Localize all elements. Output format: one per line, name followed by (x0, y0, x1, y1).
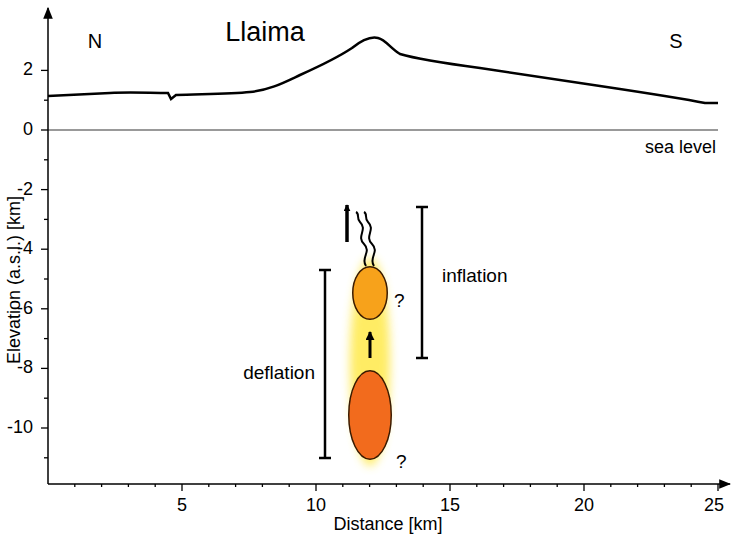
direction-label: S (669, 30, 682, 52)
tick-label: 2 (23, 60, 33, 80)
tick-label: -10 (7, 418, 33, 438)
axis-ticks (41, 70, 718, 491)
reservoir-ellipse (348, 370, 392, 460)
tick-label: 5 (177, 496, 187, 516)
topography-profile (48, 37, 718, 103)
fluid-path (364, 212, 375, 266)
axis-title: Distance [km] (333, 515, 442, 535)
shallow-reservoir: ? (352, 266, 388, 320)
deflation-label: deflation (243, 363, 315, 384)
tick-label: 15 (440, 496, 460, 516)
fluid-path (356, 212, 367, 266)
uncertainty-mark: ? (396, 452, 407, 473)
uncertainty-mark: ? (394, 291, 405, 312)
x-axis (48, 483, 730, 485)
reservoir-ellipse (352, 266, 388, 320)
ascent-arrow (345, 205, 349, 242)
deflation-bracket (319, 270, 331, 458)
magma-ascent-arrow (369, 332, 372, 358)
tick-label: 10 (306, 496, 326, 516)
inflation-label: inflation (442, 266, 508, 287)
sea-level-line (48, 129, 718, 131)
tick-label: 25 (704, 496, 724, 516)
deep-reservoir: ? (348, 370, 392, 460)
y-axis (47, 8, 49, 484)
volcano-name: Llaima (225, 18, 305, 48)
inflation-bracket (416, 207, 428, 358)
sea-level-label: sea level (645, 138, 716, 158)
tick-label: 20 (574, 496, 594, 516)
direction-label: N (88, 30, 102, 52)
axis-title: Elevation (a.s.l.) [km] (5, 196, 25, 364)
tick-label: 0 (23, 120, 33, 140)
